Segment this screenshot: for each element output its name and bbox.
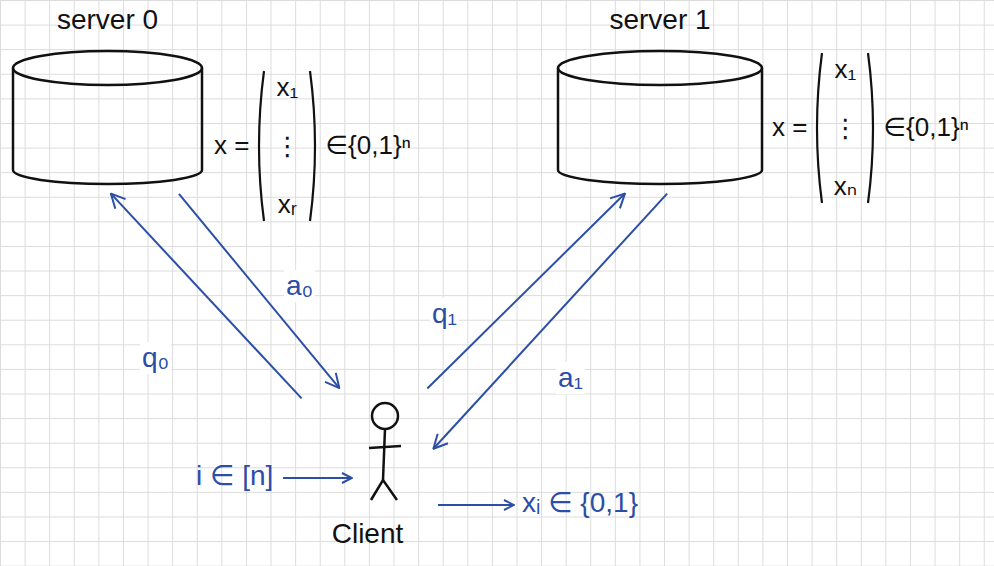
figure-body: [383, 429, 385, 480]
input-arrow: [283, 477, 352, 479]
server-name: server 0: [10, 0, 205, 36]
cylinder-top: [558, 51, 762, 85]
edge-label-wrap: q₁: [430, 298, 459, 330]
cylinder-side: [201, 68, 204, 170]
vector-entry: xₙ: [834, 172, 857, 201]
message-label: q₁: [430, 298, 459, 330]
vector-entry: ⋮: [832, 114, 858, 143]
vector-entries: x₁ ⋮ xᵣ: [271, 73, 303, 219]
paren-stroke: [817, 53, 822, 203]
figure-legs: [371, 480, 397, 500]
edge-label-wrap: a₀: [284, 270, 315, 302]
figure-head: [372, 403, 398, 429]
vector-entry: x₁: [835, 55, 857, 84]
server-database: server 1: [555, 0, 765, 190]
message-arrow: [433, 194, 667, 449]
client-input: i ∈ [n]: [196, 460, 273, 492]
paren-stroke: [310, 71, 315, 221]
cylinder-outline: [555, 48, 765, 188]
vector-entry: xᵣ: [278, 190, 297, 219]
vector-name: x =: [214, 131, 249, 161]
client-name: Client: [305, 518, 430, 550]
edge-label-wrap: q₀: [140, 342, 171, 374]
vector-entry: ⋮: [274, 132, 300, 161]
cylinder-bottom: [558, 170, 762, 184]
vector-name: x =: [772, 113, 807, 143]
message-label: q₀: [140, 342, 171, 374]
message-arrow: [179, 194, 339, 388]
client-output-wrap: xᵢ ∈ {0,1}: [522, 487, 638, 519]
vector-entry: x₁: [277, 73, 299, 102]
edge-label-wrap: a₁: [556, 362, 585, 394]
right-paren: [307, 68, 321, 224]
paren-stroke: [868, 53, 873, 203]
vector-entries: x₁ ⋮ xₙ: [829, 55, 861, 201]
client-figure: Client: [305, 392, 430, 560]
server-database: server 0: [10, 0, 205, 190]
vector-expression: x = x₁ ⋮ xᵣ ∈{0,1}ⁿ: [214, 68, 411, 224]
message-arrow: [427, 194, 625, 389]
client-input-wrap: i ∈ [n]: [196, 460, 273, 492]
cylinder-side: [761, 68, 764, 170]
paren-stroke: [259, 71, 264, 221]
stick-figure: [305, 392, 430, 512]
message-label: a₀: [284, 270, 315, 302]
cylinder-bottom: [13, 170, 202, 184]
cylinder-outline: [10, 48, 205, 188]
set-membership: ∈{0,1}ⁿ: [883, 113, 969, 143]
set-membership: ∈{0,1}ⁿ: [325, 131, 411, 161]
figure-arms: [369, 446, 401, 448]
client-output: xᵢ ∈ {0,1}: [522, 487, 638, 519]
cylinder-side: [557, 68, 560, 170]
left-paren: [253, 68, 267, 224]
message-arrow: [111, 194, 302, 399]
right-paren: [865, 50, 879, 206]
cylinder-side: [12, 68, 15, 170]
cylinder-top: [13, 51, 202, 85]
message-label: a₁: [556, 362, 585, 394]
server-name: server 1: [555, 0, 765, 36]
vector-expression: x = x₁ ⋮ xₙ ∈{0,1}ⁿ: [772, 50, 969, 206]
output-arrow: [438, 504, 514, 506]
left-paren: [811, 50, 825, 206]
